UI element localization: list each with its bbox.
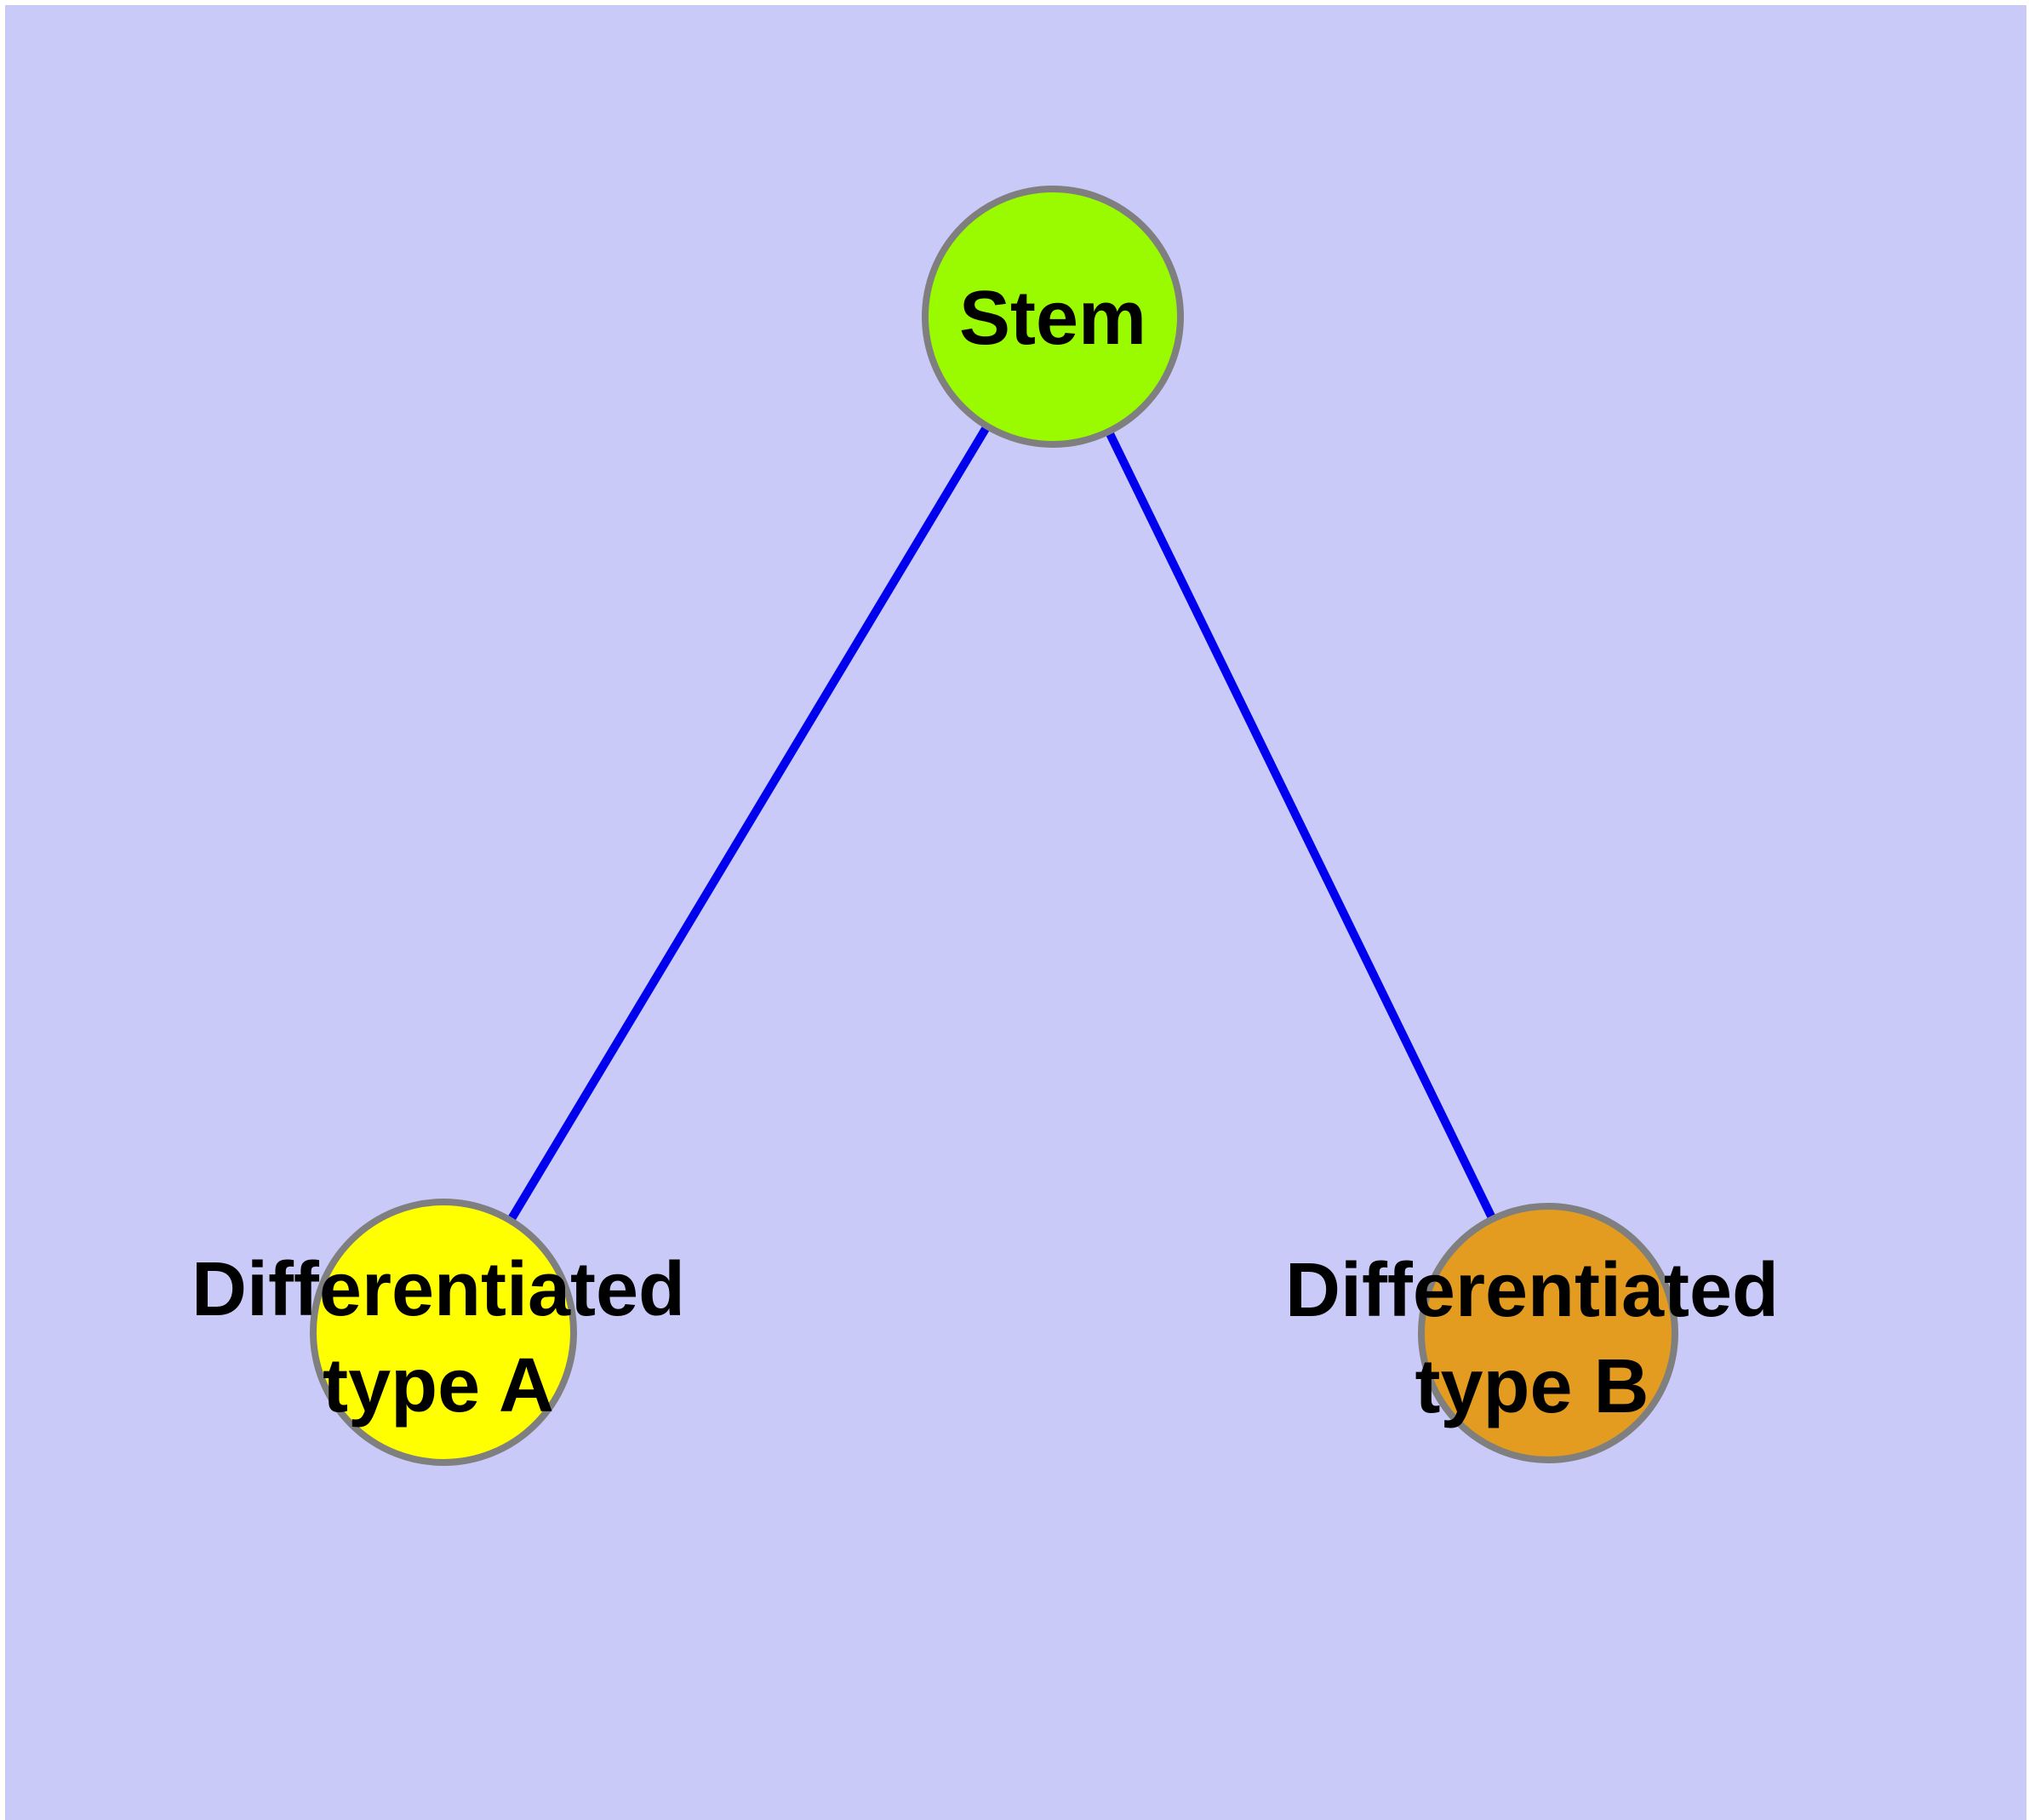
- edge-stem-to-type-a: [439, 314, 1057, 1335]
- edge-stem-to-type-b: [1049, 314, 1552, 1336]
- node-type-a-label-line2: type A: [323, 1343, 554, 1428]
- node-type-a-label-line1: Differentiated: [191, 1247, 685, 1332]
- node-differentiated-type-b: [1418, 1203, 1678, 1463]
- node-type-b-label-line2: type B: [1415, 1344, 1649, 1429]
- node-type-b-label-line1: Differentiated: [1285, 1248, 1779, 1333]
- node-differentiated-type-a: [310, 1199, 577, 1466]
- node-stem: [922, 186, 1184, 448]
- node-stem-label: Stem: [959, 276, 1146, 361]
